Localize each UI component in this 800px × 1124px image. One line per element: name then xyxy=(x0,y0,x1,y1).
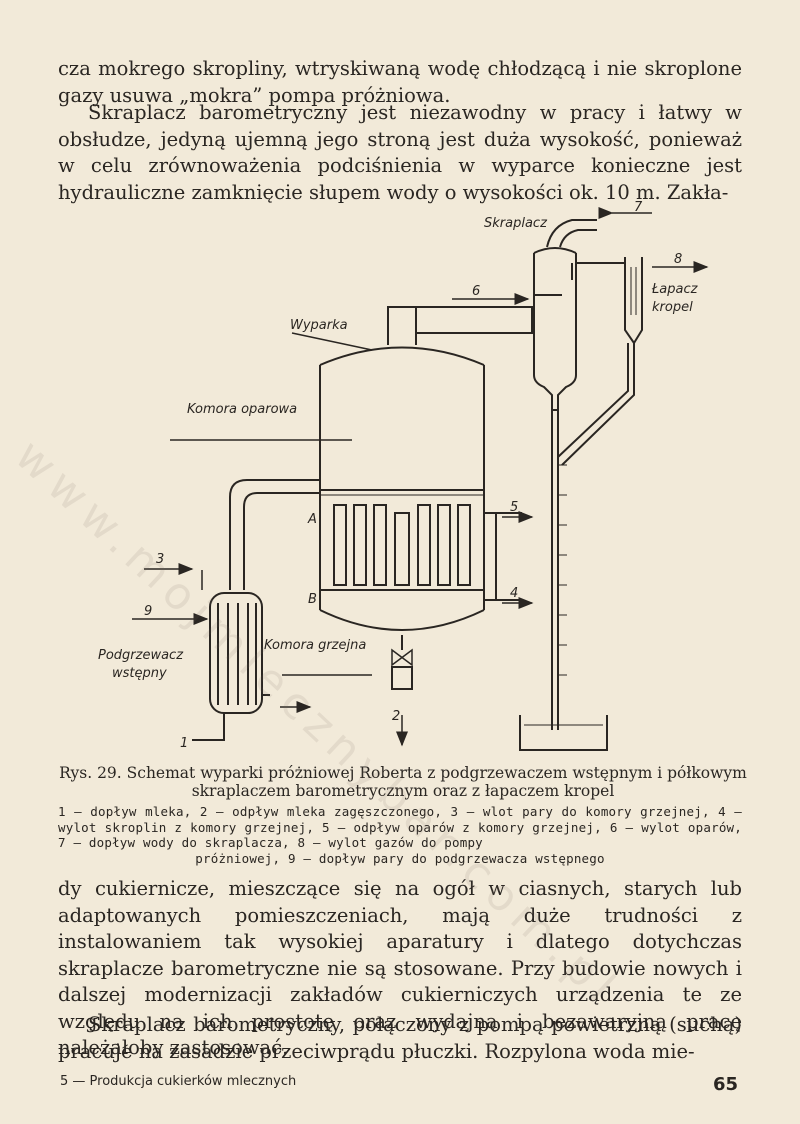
preheater xyxy=(192,570,270,741)
figure-legend-main: 1 — dopływ mleka, 2 — odpływ mleka zagęs… xyxy=(58,804,742,850)
paragraph-3: dy cukiernicze, mieszczące się na ogół w… xyxy=(58,877,742,1059)
label-podgrzewacz-2: wstępny xyxy=(112,666,167,681)
drop-catcher xyxy=(557,257,643,466)
label-komora-oparowa: Komora oparowa xyxy=(187,402,297,417)
label-8: 8 xyxy=(674,252,682,267)
evaporator-diagram: Skraplacz Wyparka Komora oparowa Łapacz … xyxy=(98,200,709,751)
figure-caption-legend: 1 — dopływ mleka, 2 — odpływ mleka zagęs… xyxy=(58,804,742,866)
label-1: 1 xyxy=(180,736,188,751)
label-4: 4 xyxy=(510,586,518,601)
footer-chapter: 5 — Produkcja cukierków mlecznych xyxy=(60,1074,297,1089)
point-a: A xyxy=(307,512,317,527)
label-9: 9 xyxy=(144,604,152,619)
figure-legend-end: próżniowej, 9 — dopływ pary do podgrzewa… xyxy=(195,850,605,866)
figure-caption-title: Rys. 29. Schemat wyparki próżniowej Robe… xyxy=(59,764,747,800)
label-2: 2 xyxy=(392,709,400,724)
paragraph-2: Skraplacz barometryczny jest niezawodny … xyxy=(58,101,742,204)
label-podgrzewacz-1: Podgrzewacz xyxy=(98,648,184,663)
label-7: 7 xyxy=(634,200,643,215)
preheater-steam-pipe xyxy=(229,479,320,590)
evaporator-body xyxy=(319,346,522,690)
label-5: 5 xyxy=(510,500,518,515)
point-b: B xyxy=(308,592,317,607)
paragraph-4: Skraplacz barometryczny, połączony z pom… xyxy=(58,1013,742,1063)
label-skraplacz: Skraplacz xyxy=(484,216,548,231)
label-3: 3 xyxy=(156,552,164,567)
vapour-pipe xyxy=(387,306,533,345)
condenser xyxy=(519,219,608,751)
paragraph-1: cza mokrego skropliny, wtryskiwaną wodę … xyxy=(58,57,742,107)
page-number: 65 xyxy=(712,1074,738,1095)
label-6: 6 xyxy=(472,284,480,299)
label-komora-grzejna: Komora grzejna xyxy=(264,638,366,653)
label-lapacz-1: Łapacz xyxy=(651,282,699,297)
label-wyparka: Wyparka xyxy=(290,318,348,333)
label-lapacz-2: kropel xyxy=(652,300,693,315)
